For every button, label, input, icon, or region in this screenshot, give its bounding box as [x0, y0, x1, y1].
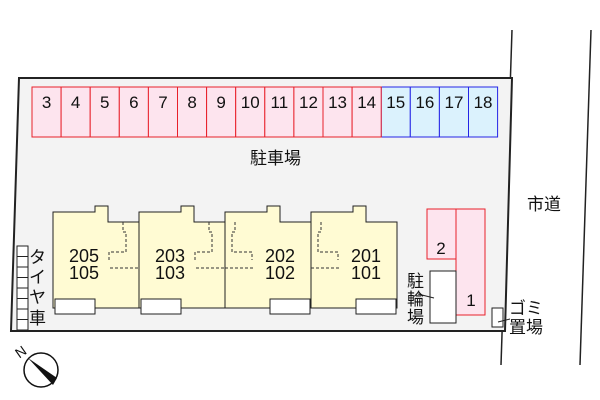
tire-rack-slot [16, 298, 29, 310]
bicycle-label-1: 駐 [407, 272, 424, 292]
balcony [355, 298, 397, 315]
parking-space-14[interactable] [351, 86, 382, 138]
tire-label-1: タ [29, 248, 46, 268]
parking-space-number: 18 [474, 93, 493, 112]
road-label: 市道 [527, 195, 561, 215]
bicycle-parking [429, 270, 457, 324]
tire-storage [16, 245, 29, 331]
parking-space-1[interactable] [455, 208, 486, 316]
parking-space-3[interactable] [31, 86, 62, 138]
parking-space-number: 5 [100, 93, 109, 112]
parking-space-11[interactable] [264, 86, 295, 138]
unit-lower-number: 101 [351, 263, 381, 283]
parking-space-7[interactable] [147, 86, 178, 138]
unit-upper-number: 205 [69, 246, 99, 266]
parking-space-10[interactable] [235, 86, 266, 138]
tire-rack-slot [16, 319, 29, 331]
parking-space-number: 7 [158, 93, 167, 112]
tire-rack-slot [16, 256, 29, 268]
parking-space-number: 17 [444, 93, 463, 112]
parking-space-number: 13 [328, 93, 347, 112]
parking-space-2[interactable] [426, 208, 457, 260]
bicycle-label-3: 場 [407, 308, 424, 328]
parking-space-number: 16 [415, 93, 434, 112]
tire-rack-slot [16, 277, 29, 289]
parking-space-8[interactable] [177, 86, 208, 138]
parking-space-number: 14 [357, 93, 376, 112]
unit-upper-number: 201 [351, 246, 381, 266]
garbage-label-2: 置場 [509, 318, 543, 338]
tire-label-2: イ [29, 268, 46, 288]
parking-space-18[interactable] [468, 86, 499, 138]
tire-rack-slot [16, 266, 29, 278]
garbage-label-1: ゴミ [509, 298, 543, 319]
garbage-area [491, 307, 504, 328]
parking-space-number: 8 [187, 93, 196, 112]
parking-space-6[interactable] [118, 86, 149, 138]
balcony [269, 298, 311, 315]
unit-upper-number: 203 [155, 246, 185, 266]
parking-space-number: 9 [216, 93, 225, 112]
tire-label-3: ヤ [29, 288, 46, 308]
parking-space-number: 11 [271, 93, 289, 112]
tire-label-4: 車 [29, 309, 46, 329]
parking-space-number: 6 [129, 93, 138, 112]
parking-space-12[interactable] [293, 86, 324, 138]
tire-rack-slot [16, 308, 29, 320]
parking-space-2-number: 2 [436, 239, 445, 258]
tire-rack-slot [16, 245, 29, 257]
bicycle-leader [417, 293, 435, 299]
garbage-leader [497, 318, 511, 323]
parking-space-16[interactable] [409, 86, 440, 138]
unit-upper-number: 202 [265, 246, 295, 266]
road-edge-right [579, 29, 592, 366]
balcony [54, 298, 96, 315]
parking-label: 駐車場 [250, 149, 301, 169]
parking-space-1-number: 1 [466, 291, 475, 310]
parking-space-number: 15 [386, 93, 405, 112]
bicycle-label-2: 輪 [407, 290, 424, 310]
parking-space-13[interactable] [322, 86, 353, 138]
north-label: N [12, 342, 29, 361]
unit-lower-number: 105 [69, 263, 99, 283]
parking-space-number: 10 [241, 93, 260, 112]
unit-lower-number: 103 [155, 263, 185, 283]
balcony [140, 298, 182, 315]
parking-space-number: 12 [299, 93, 318, 112]
north-compass-icon: N [12, 342, 59, 388]
parking-space-5[interactable] [89, 86, 120, 138]
parking-space-number: 4 [71, 93, 80, 112]
unit-lower-number: 102 [265, 263, 295, 283]
parking-space-number: 3 [42, 93, 51, 112]
tire-rack-slot [16, 287, 29, 299]
parking-row: 3 4 5 6 7 8 9 10 11 12 13 14 15 16 17 18 [31, 86, 499, 138]
